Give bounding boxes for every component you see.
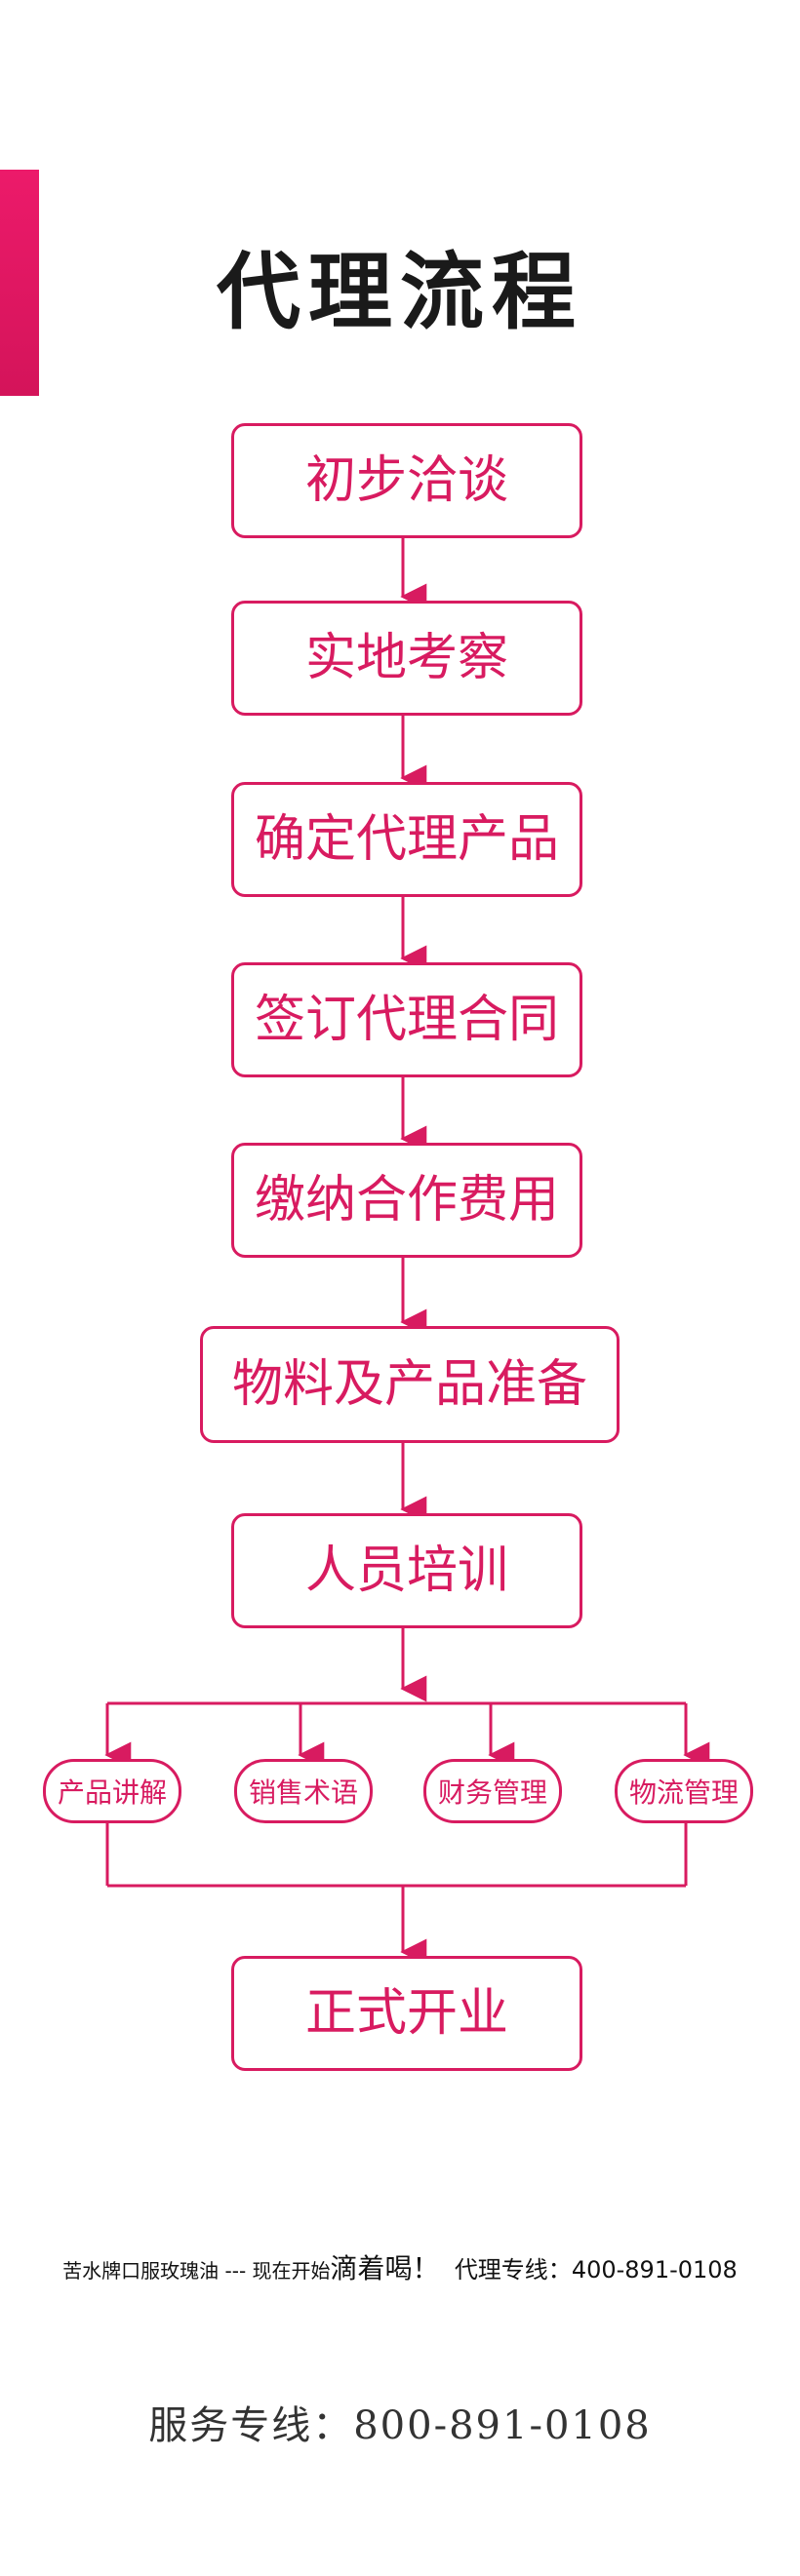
accent-bar	[0, 170, 39, 396]
service-number: 800-891-0108	[353, 2403, 652, 2448]
step-initial-talk: 初步洽谈	[231, 423, 582, 538]
step-sign-contract: 签订代理合同	[231, 962, 582, 1077]
step-materials-prep: 物料及产品准备	[200, 1326, 620, 1443]
step-staff-training: 人员培训	[231, 1513, 582, 1628]
step-site-visit: 实地考察	[231, 601, 582, 716]
training-product-explain: 产品讲解	[43, 1759, 181, 1823]
step-grand-opening: 正式开业	[231, 1956, 582, 2071]
training-finance: 财务管理	[423, 1759, 562, 1823]
footer-slogan: 滴着喝！	[330, 2252, 440, 2284]
footer-hotline-label: 代理专线：	[454, 2256, 572, 2283]
step-confirm-product: 确定代理产品	[231, 782, 582, 897]
training-logistics: 物流管理	[615, 1759, 753, 1823]
footer-hotline: 苦水牌口服玫瑰油 --- 现在开始滴着喝！ 代理专线：400-891-0108	[0, 2247, 800, 2286]
page-title: 代理流程	[217, 243, 583, 341]
footer-brand-text: 苦水牌口服玫瑰油 --- 现在开始	[62, 2259, 331, 2283]
step-pay-fee: 缴纳合作费用	[231, 1143, 582, 1258]
service-label: 服务专线：	[148, 2403, 354, 2448]
footer-hotline-number: 400-891-0108	[571, 2256, 738, 2283]
training-sales-terms: 销售术语	[234, 1759, 373, 1823]
service-hotline: 服务专线：800-891-0108	[0, 2394, 800, 2450]
